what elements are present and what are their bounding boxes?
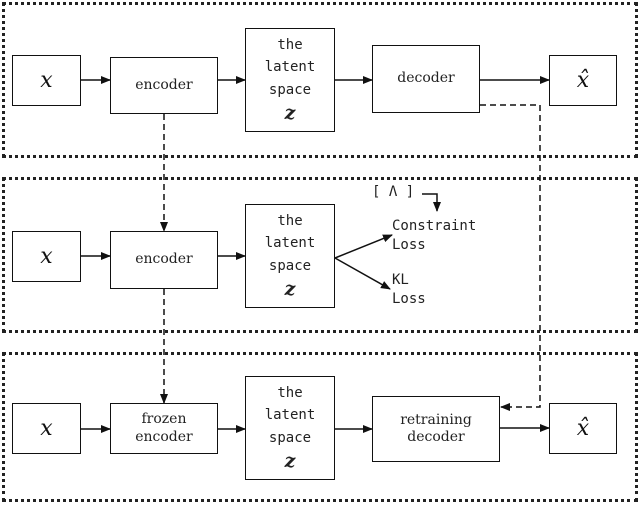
latent-line-2: latent xyxy=(264,59,316,76)
input-x-box-1: x xyxy=(12,55,81,106)
arrow-latent-to-kl-loss xyxy=(334,257,391,290)
decoder-label: decoder xyxy=(397,70,455,87)
panel-constrained-encoder xyxy=(2,177,638,333)
output-x-hat-symbol: x̂ xyxy=(576,67,590,93)
latent-space-box-2: the latent space z xyxy=(245,204,335,308)
retraining-decoder-line-2: decoder xyxy=(407,429,465,445)
panel-training-vae xyxy=(2,2,638,158)
kl-loss-line-2: Loss xyxy=(392,290,426,307)
latent-space-box-1: the latent space z xyxy=(245,28,335,132)
constraint-loss-line-2: Loss xyxy=(392,236,426,253)
arrow-latent-to-constraint-loss xyxy=(334,234,393,259)
frozen-encoder-line-2: encoder xyxy=(135,428,193,445)
output-x-hat-symbol: x̂ xyxy=(576,415,590,441)
kl-loss-label: KL Loss xyxy=(392,271,426,309)
latent-line-1: the xyxy=(277,385,303,402)
latent-line-1: the xyxy=(277,37,303,54)
input-x-box-3: x xyxy=(12,403,81,454)
output-x-hat-box-1: x̂ xyxy=(549,55,617,106)
latent-line-3: space xyxy=(268,257,312,274)
latent-z-symbol: z xyxy=(284,278,296,301)
input-x-symbol: x xyxy=(40,415,53,441)
latent-line-2: latent xyxy=(264,235,316,252)
latent-line-1: the xyxy=(277,213,303,230)
latent-line-3: space xyxy=(268,81,312,98)
input-x-symbol: x xyxy=(40,67,53,93)
encoder-box-1: encoder xyxy=(110,57,218,114)
retraining-decoder-box: retraining decoder xyxy=(372,396,500,462)
retraining-decoder-line-1: retraining xyxy=(400,411,472,428)
latent-z-symbol: z xyxy=(284,450,296,473)
panel-retraining-decoder xyxy=(2,352,638,502)
encoder-label: encoder xyxy=(135,251,193,268)
frozen-encoder-box: frozen encoder xyxy=(110,403,218,454)
latent-space-box-3: the latent space z xyxy=(245,376,335,480)
constraint-loss-line-1: Constraint xyxy=(392,218,477,234)
output-x-hat-box-3: x̂ xyxy=(549,403,617,454)
input-x-box-2: x xyxy=(12,231,81,282)
latent-z-symbol: z xyxy=(284,102,296,125)
arrow-lambda-to-constraint xyxy=(422,193,441,212)
input-x-symbol: x xyxy=(40,243,53,269)
lambda-label: [ Λ ] xyxy=(372,184,415,200)
kl-loss-line-1: KL xyxy=(392,272,409,288)
latent-line-2: latent xyxy=(264,407,316,424)
encoder-label: encoder xyxy=(135,76,193,93)
latent-line-3: space xyxy=(268,429,312,446)
dashed-arrow-decoder-to-retraining-decoder xyxy=(480,104,541,411)
decoder-box-1: decoder xyxy=(372,45,480,113)
constraint-loss-label: Constraint Loss xyxy=(392,217,476,255)
frozen-encoder-line-1: frozen xyxy=(141,411,187,427)
encoder-box-2: encoder xyxy=(110,231,218,289)
